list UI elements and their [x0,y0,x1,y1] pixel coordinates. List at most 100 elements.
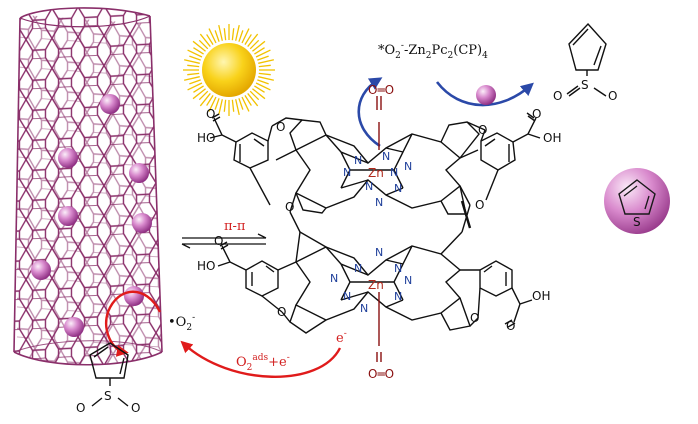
adsorbed-molecule-sphere [129,163,149,183]
equilibrium-arrows [181,233,267,249]
svg-text:N: N [394,262,402,275]
adsorbed-molecule-sphere [58,206,78,226]
sun-ray [218,99,223,115]
sun-ray [192,88,206,100]
thiophene-sulfone-product-bottom [89,342,129,407]
blue-curved-arrow-right [435,81,534,107]
oxygen-atom: O [131,401,140,415]
adsorbed-molecule-sphere [31,260,51,280]
sun-ray [187,64,200,68]
svg-text:O: O [478,123,487,137]
sun-ray [189,55,201,61]
pi-pi-label: π-π [224,219,246,234]
red-electron-arrow [180,340,342,378]
svg-text:O: O [214,234,223,248]
svg-text:N: N [343,290,351,303]
sun-ray [218,25,223,41]
sulfur-atom-bottom: S [104,389,112,403]
svg-text:N: N [394,182,402,195]
nitrogen-labels-lower: N N N N N N N N [330,246,412,315]
sun-ray [214,30,220,42]
svg-text:N: N [375,246,383,259]
adsorbed-molecule-sphere [132,213,152,233]
sun-ray [214,98,220,110]
sun-ray [241,28,250,44]
sun-ray [252,88,266,100]
svg-text:O: O [276,120,285,134]
sun-ray [223,28,227,41]
adsorbed-molecule-sphere [58,148,78,168]
sun-ray [198,90,209,101]
oxygen-molecule-bottom: O═O [368,367,394,381]
sun-ray [187,72,200,76]
sulfur-atom-sphere: S [633,215,641,229]
svg-text:O: O [285,200,294,214]
sun-ray [254,85,265,93]
svg-text:N: N [354,262,362,275]
svg-text:N: N [343,166,351,179]
sun-ray [247,33,259,47]
sun-ray [198,39,209,50]
sun-ray [238,30,244,42]
sun-ray [235,99,240,115]
superoxide-radical-label: •O2- [168,313,195,333]
sun-ray [257,79,269,85]
zinc-atom-bottom: Zn [368,278,384,292]
adsorption-label: O2ads+e- [236,353,290,373]
sun-ray [231,99,235,112]
oxygen-molecule-top: O═O [368,83,394,97]
svg-text:N: N [375,196,383,209]
svg-text:N: N [394,290,402,303]
sun-ray [184,59,200,64]
sun-ray [258,76,274,81]
sun-ray [241,96,250,112]
sun-ray [238,98,244,110]
sun-ray [184,76,200,81]
blue-curved-arrow-left [357,77,383,148]
adsorbed-molecule-sphere [124,286,144,306]
sun-ray [254,47,265,55]
sun-icon [183,24,275,116]
zinc-atom-top: Zn [368,166,384,180]
svg-text:O: O [475,198,484,212]
sun-ray [187,49,203,58]
thiophene-sphere-icon: S [604,168,670,234]
zinc-phthalocyanine-dimer [209,96,541,362]
sun-ray [193,85,204,93]
svg-text:OH: OH [543,131,561,145]
sun-ray [223,99,227,112]
sun-ray [244,95,252,106]
reaction-label-top: *O2--Zn2Pc2(CP)4 [378,41,488,61]
thiophene-sulfone-product-top [566,22,607,97]
oxygen-atom: O [608,89,617,103]
sulfur-atom-top: S [581,78,589,92]
svg-text:N: N [404,274,412,287]
sun-ray [206,95,214,106]
svg-text:O: O [470,311,479,325]
sun-ray [231,28,235,41]
svg-text:N: N [390,166,398,179]
sun-ray [249,39,260,50]
sun-ray [208,28,217,44]
thiophene-sphere-icon [476,85,496,105]
sun-ray [257,55,269,61]
sun-ray [193,47,204,55]
adsorbed-molecule-sphere [100,94,120,114]
ether-oxygen-labels: O O O O O O [276,120,487,325]
svg-text:N: N [382,150,390,163]
svg-text:O: O [532,107,541,121]
sun-ray [258,64,271,68]
sun-ray [206,34,214,45]
svg-text:N: N [360,302,368,315]
sun-ray [258,72,271,76]
sun-ray [255,49,271,58]
nitrogen-labels-upper: N N N N N N N N [343,150,412,209]
carboxyl-group-labels: O HO O OH HO O OH O [197,107,561,333]
sun-ray [249,90,260,101]
svg-text:N: N [354,154,362,167]
sun-ray [189,79,201,85]
sun-ray [258,59,274,64]
svg-text:O: O [206,107,215,121]
